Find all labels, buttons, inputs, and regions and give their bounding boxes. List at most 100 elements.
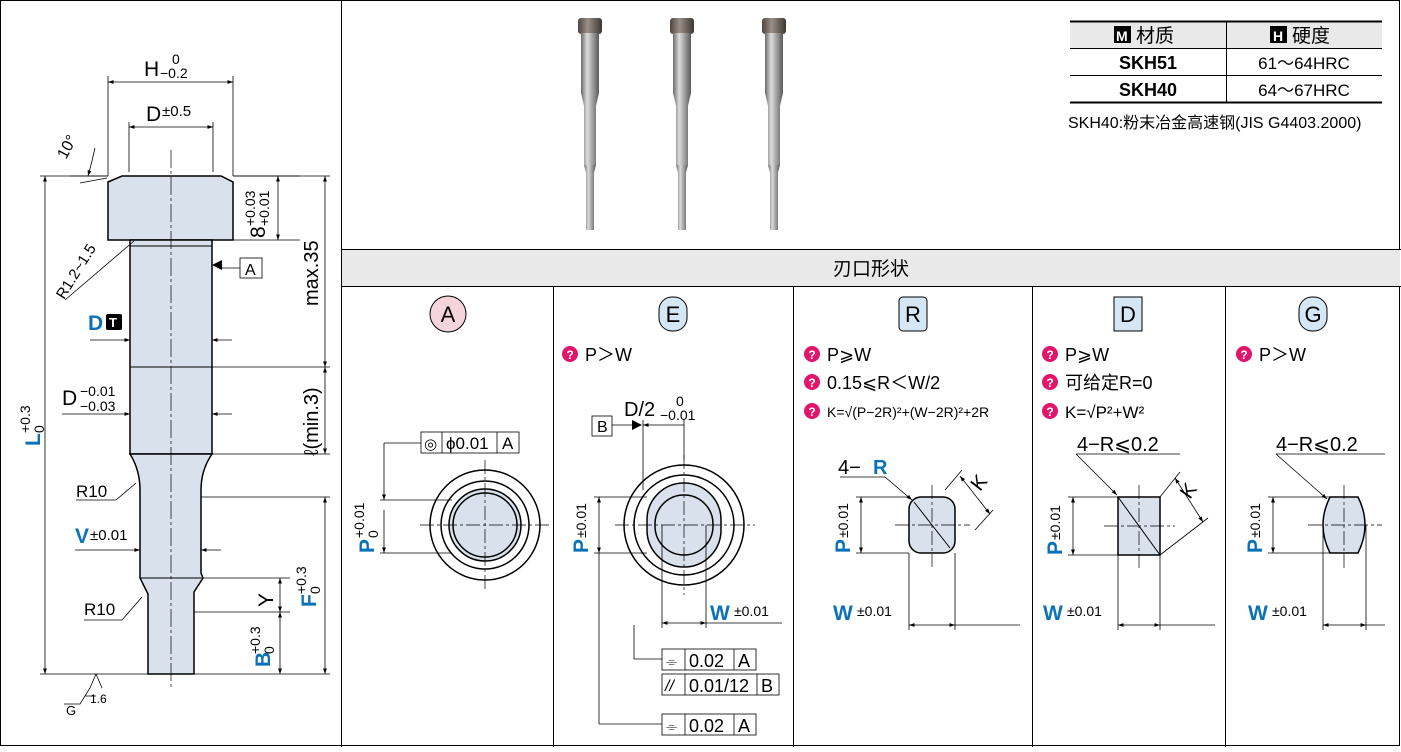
material-header-icon: M — [1116, 28, 1128, 44]
hardness-header-icon: H — [1273, 28, 1283, 44]
hardness-row-1: 61～64HRC — [1258, 54, 1350, 73]
shape-D-radius-label: 4−R⩽0.2 — [1077, 434, 1159, 456]
material-row-2: SKH40 — [1119, 80, 1177, 100]
pin-photo-1 — [578, 18, 602, 230]
product-photos — [578, 18, 786, 230]
svg-text:0: 0 — [307, 586, 323, 594]
svg-text:−0.03: −0.03 — [80, 398, 116, 414]
shape-R-panel: R ? P⩾W ? 0.15⩽R＜W/2 ? K=√(P−2R)²+(W−2R)… — [804, 297, 1020, 630]
shape-E-gdt1-sym: ⌯ — [666, 654, 677, 670]
shapes-header: 刃口形状 — [833, 258, 909, 280]
dim-H: H — [144, 58, 159, 81]
shape-E-gdt2-sym: // — [664, 678, 675, 695]
svg-text:?: ? — [1046, 405, 1053, 419]
shape-E-W-label: W — [710, 602, 730, 625]
shape-D-cond3: K=√P²+W² — [1065, 403, 1145, 422]
shape-E-panel: E ? P＞W — [562, 297, 782, 736]
shape-A-badge: A — [441, 302, 456, 327]
svg-text:?: ? — [808, 376, 815, 390]
shape-E-condition: P＞W — [585, 345, 632, 365]
shape-E-badge: E — [666, 302, 681, 327]
svg-text:0: 0 — [31, 425, 47, 433]
ell-label: ℓ(min.3) — [301, 387, 323, 456]
shape-A-gdt-symbol: ◎ — [424, 435, 437, 453]
shape-R-W-label: W — [833, 602, 853, 625]
shape-G-panel: G ? P＞W 4−R⩽0.2 P ±0.01 W ±0.01 — [1236, 297, 1385, 630]
shape-R-K-label: K — [967, 471, 993, 496]
svg-text:?: ? — [1240, 348, 1247, 362]
svg-text:±0.01: ±0.01 — [1247, 503, 1263, 538]
shape-E-gdt2-val: 0.01/12 — [689, 676, 749, 696]
svg-text:0: 0 — [261, 646, 277, 654]
svg-text:−0.01: −0.01 — [660, 407, 696, 423]
pin-photo-2 — [670, 18, 694, 230]
shape-E-gdt3-datum: A — [738, 716, 750, 736]
shape-E-gdt3-sym: ⌯ — [666, 719, 677, 735]
dt-icon: T — [109, 315, 117, 330]
svg-text:8: 8 — [247, 226, 270, 238]
svg-text:±0.5: ±0.5 — [162, 103, 191, 120]
shape-A-P-label: P +0.01 0 — [351, 502, 381, 553]
datum-A: A — [245, 262, 256, 279]
shape-E-gdt2-datum: B — [761, 676, 773, 696]
F-label: F +0.3 0 — [293, 566, 323, 607]
B-label: B +0.3 0 — [247, 626, 277, 667]
shape-E-d2-label: D/2 — [624, 399, 655, 421]
svg-text:±0.01: ±0.01 — [90, 527, 127, 544]
svg-text:±0.01: ±0.01 — [573, 503, 589, 538]
svg-text:?: ? — [808, 405, 815, 419]
fillet-label: R1.2~1.5 — [53, 241, 100, 302]
svg-text:P: P — [356, 539, 379, 553]
pin-drawing: H 0 −0.2 D ±0.5 10° 8 +0.03 +0.01 max.35… — [17, 51, 330, 718]
shape-E-gdt1-val: 0.02 — [689, 651, 724, 671]
Y-label: Y — [255, 593, 278, 607]
shape-G-W-label: W — [1248, 602, 1268, 625]
svg-text:0: 0 — [365, 530, 381, 538]
svg-text:?: ? — [1046, 376, 1053, 390]
shape-E-datum-B: B — [597, 419, 608, 436]
pin-body — [108, 176, 233, 674]
head-thickness-label: 8 +0.03 +0.01 — [242, 190, 272, 238]
svg-text:±0.01: ±0.01 — [1272, 603, 1307, 619]
shape-E-P-label: P ±0.01 — [570, 503, 593, 553]
svg-text:L: L — [22, 433, 45, 446]
svg-text:±0.01: ±0.01 — [1047, 505, 1063, 540]
surface-value: 1.6 — [90, 692, 107, 706]
svg-text:±0.01: ±0.01 — [1067, 603, 1102, 619]
svg-text:±0.01: ±0.01 — [734, 603, 769, 619]
svg-text:P: P — [1044, 541, 1067, 555]
material-table: M 材质 H 硬度 SKH51 61～64HRC SKH40 64～67HRC … — [1068, 22, 1382, 133]
shape-G-badge: G — [1304, 302, 1321, 327]
shape-D-cond1: P⩾W — [1065, 345, 1109, 365]
shape-R-cond3: K=√(P−2R)²+(W−2R)²+2R — [827, 404, 989, 420]
shape-D-P-label: P ±0.01 — [1044, 505, 1067, 555]
pin-photo-3 — [762, 18, 786, 230]
shape-A-gdt-datum: A — [502, 434, 514, 453]
hardness-header: 硬度 — [1292, 25, 1330, 47]
shape-D-badge: D — [1120, 302, 1136, 327]
R10-lower: R10 — [84, 600, 115, 619]
shape-D-cond2: 可给定R=0 — [1065, 373, 1153, 393]
svg-text:F: F — [298, 594, 321, 607]
dt-label: D — [88, 312, 103, 335]
R10-upper: R10 — [76, 482, 107, 501]
svg-text:?: ? — [1046, 348, 1053, 362]
svg-text:−0.2: −0.2 — [160, 65, 188, 81]
shape-D-panel: D ? P⩾W ? 可给定R=0 ? K=√P²+W² 4 — [1042, 297, 1215, 630]
shape-E-gdt3-val: 0.02 — [689, 716, 724, 736]
shape-A-panel: A ◎ ϕ0.01 A P +0.01 0 — [351, 296, 550, 590]
shape-A-gdt-value: ϕ0.01 — [446, 434, 489, 453]
svg-text:±0.01: ±0.01 — [857, 603, 892, 619]
shape-G-P-label: P ±0.01 — [1244, 503, 1267, 553]
dim-D-top: D — [146, 103, 161, 126]
svg-text:P: P — [1244, 539, 1267, 553]
L-label: L +0.3 0 — [17, 405, 47, 446]
shape-R-badge: R — [905, 302, 921, 327]
shape-D-K-label: K — [1176, 479, 1202, 503]
shape-E-gdt1-datum: A — [738, 651, 750, 671]
hardness-row-2: 64～67HRC — [1258, 81, 1350, 100]
material-header: 材质 — [1136, 25, 1174, 47]
shank-D: D — [62, 387, 77, 410]
svg-text:?: ? — [566, 348, 573, 362]
